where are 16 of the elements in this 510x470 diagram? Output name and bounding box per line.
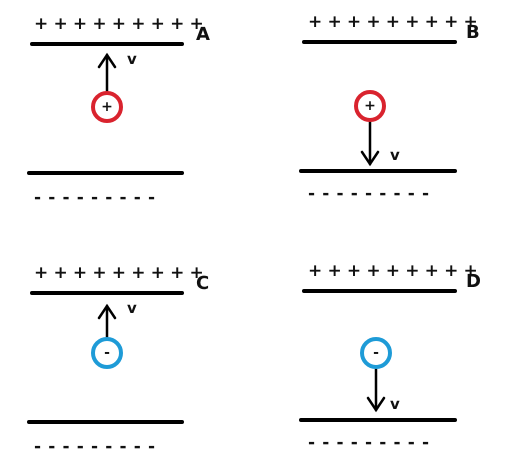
charge-signs: --------- [34, 439, 162, 456]
charge-sign: + [101, 100, 113, 114]
charged-particle [91, 337, 123, 369]
charge-sign: - [373, 346, 379, 360]
charge-signs: --------- [308, 186, 436, 203]
charge-signs: --------- [308, 435, 436, 452]
charge-sign: + [364, 99, 376, 113]
velocity-label: v [390, 397, 400, 412]
charged-particle [91, 91, 123, 123]
charged-particle [360, 337, 392, 369]
charge-sign: - [104, 346, 110, 360]
velocity-label: v [127, 52, 137, 67]
charge-signs: --------- [34, 190, 162, 207]
velocity-label: v [390, 148, 400, 163]
velocity-label: v [127, 301, 137, 316]
charged-particle [354, 90, 386, 122]
